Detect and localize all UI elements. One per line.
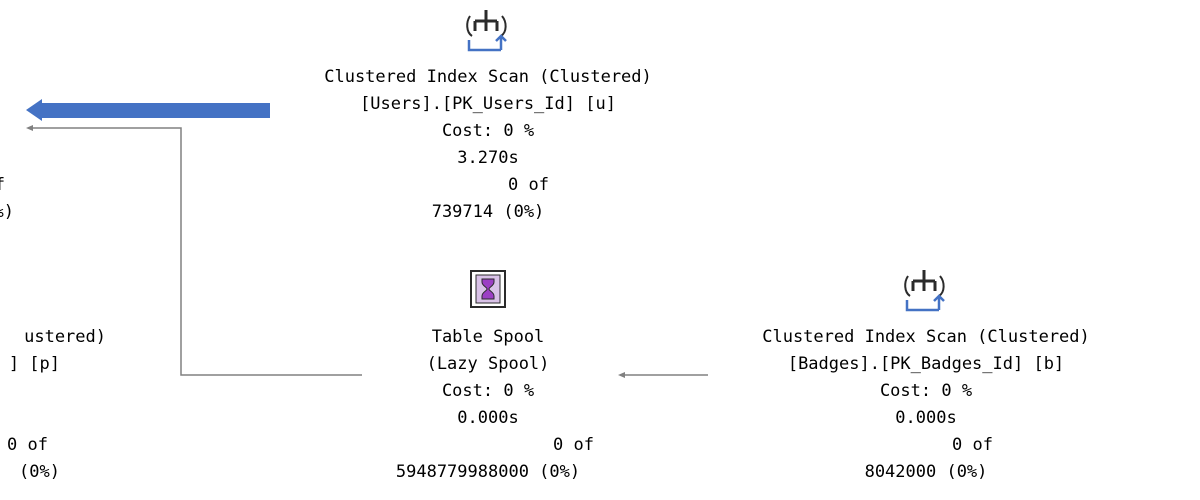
table-spool-icon[interactable] bbox=[470, 270, 506, 308]
connector-arrowhead-spool bbox=[618, 372, 625, 378]
users-scan-elapsed-time: 3.270s bbox=[457, 148, 519, 168]
badges-scan-elapsed-time: 0.000s bbox=[895, 408, 957, 428]
table-spool-subtitle: (Lazy Spool) bbox=[426, 354, 550, 374]
badges-scan-object: [Badges].[PK_Badges_Id] [b] bbox=[787, 354, 1065, 374]
left-op-title: ustered) bbox=[24, 327, 106, 347]
users-scan-actual-rows: 0 of bbox=[508, 175, 549, 195]
users-scan-title[interactable]: Clustered Index Scan (Clustered) bbox=[324, 67, 652, 87]
data-flow-arrow-thick[interactable] bbox=[26, 99, 270, 121]
table-spool-actual-rows: 0 of bbox=[553, 435, 594, 455]
table-spool-estimated-rows: 5948779988000 (0%) bbox=[395, 462, 581, 482]
left-op-row-pct: %) bbox=[0, 202, 14, 222]
left-op-actual-rows-2: 0 of bbox=[7, 435, 48, 455]
table-spool-cost: Cost: 0 % bbox=[441, 381, 535, 401]
data-flow-connector-spool-to-parent[interactable] bbox=[32, 127, 362, 376]
left-op-actual-rows: f bbox=[0, 172, 5, 199]
clustered-index-scan-icon[interactable] bbox=[903, 266, 949, 314]
badges-scan-estimated-rows: 8042000 (0%) bbox=[864, 462, 988, 482]
table-spool-elapsed-time: 0.000s bbox=[457, 408, 519, 428]
connector-arrowhead-left bbox=[26, 125, 33, 131]
left-op-estimated-rows: (0%) bbox=[19, 462, 60, 482]
left-op-object: ] [p] bbox=[8, 354, 60, 374]
users-scan-object: [Users].[PK_Users_Id] [u] bbox=[360, 94, 616, 114]
clustered-index-scan-icon[interactable] bbox=[465, 6, 511, 54]
badges-scan-actual-rows: 0 of bbox=[952, 435, 993, 455]
table-spool-title[interactable]: Table Spool bbox=[431, 327, 545, 347]
badges-scan-cost: Cost: 0 % bbox=[879, 381, 973, 401]
users-scan-estimated-rows: 739714 (0%) bbox=[431, 202, 545, 222]
badges-scan-title[interactable]: Clustered Index Scan (Clustered) bbox=[762, 327, 1090, 347]
users-scan-cost: Cost: 0 % bbox=[441, 121, 535, 141]
